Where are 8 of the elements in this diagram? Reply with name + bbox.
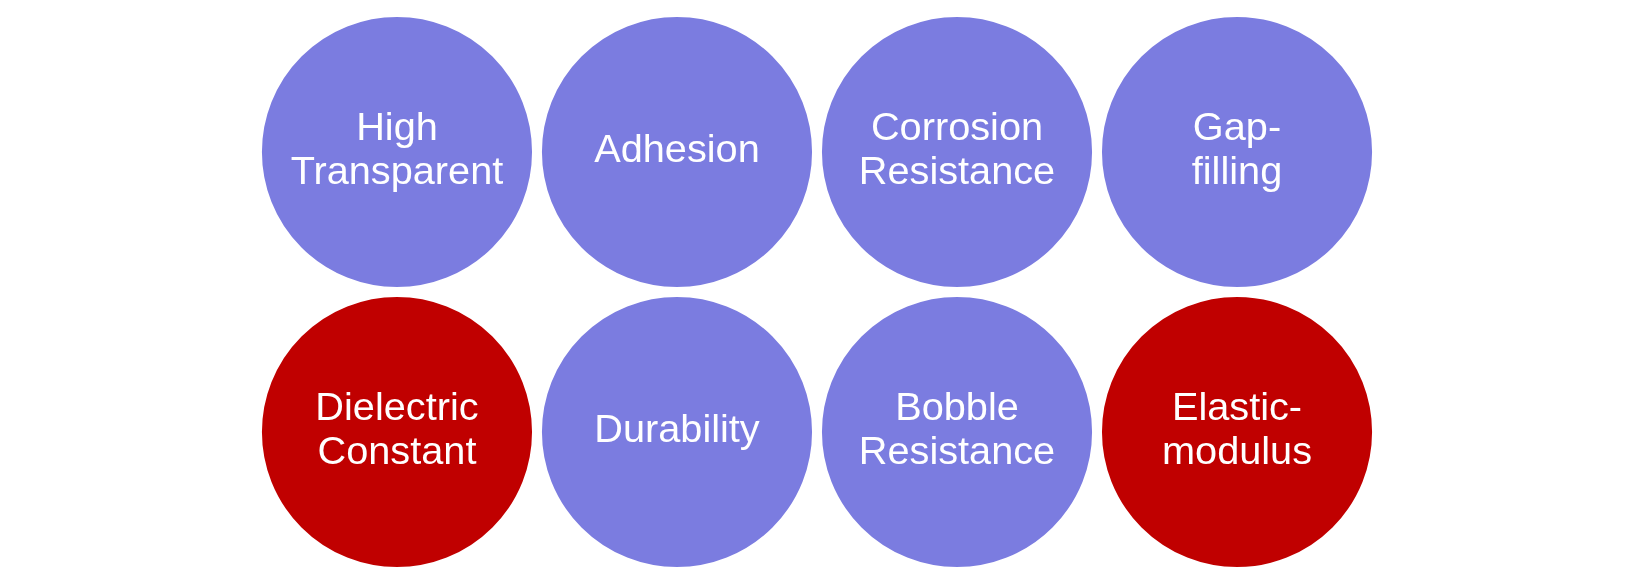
node-circle: Bobble Resistance xyxy=(819,294,1094,570)
node-circle: Gap-filling xyxy=(1099,14,1374,290)
node-circle: Corrosion Resistance xyxy=(819,14,1094,290)
node-circle: Dielectric Constant xyxy=(259,294,534,570)
node-circle: Durability xyxy=(539,294,814,570)
node-circle: Elastic-modulus xyxy=(1099,294,1374,570)
node-circle: High Transparent xyxy=(259,14,534,290)
node-circle: Adhesion xyxy=(539,14,814,290)
